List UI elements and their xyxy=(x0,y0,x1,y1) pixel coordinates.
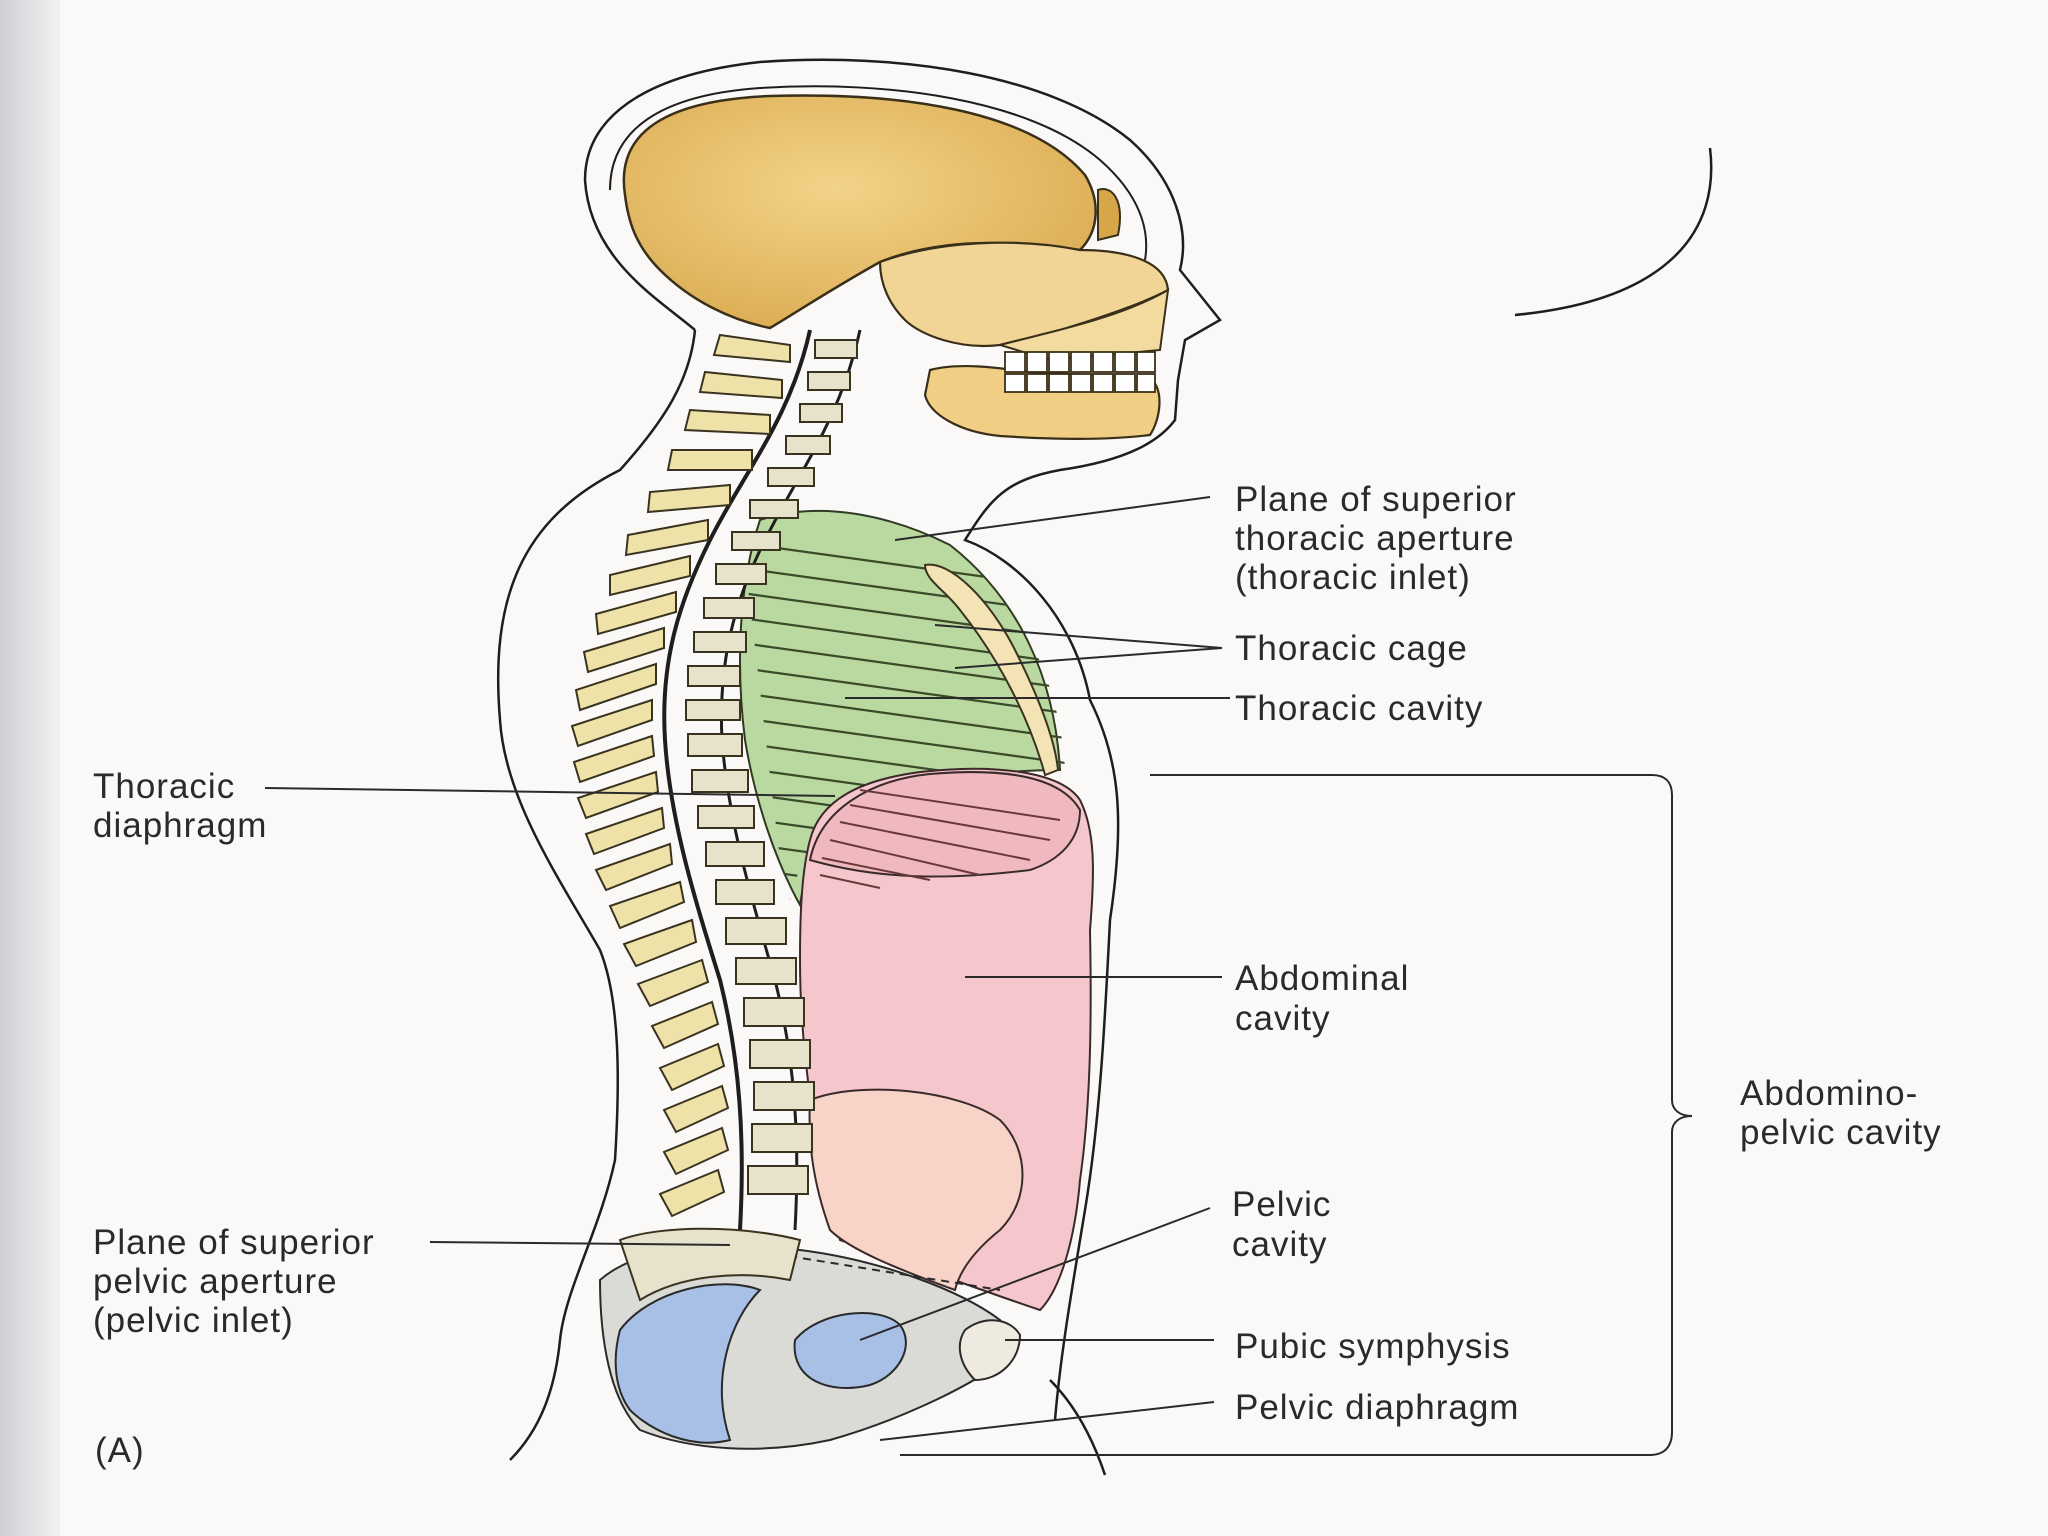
diaphragm-striations xyxy=(819,789,1061,889)
inner-skin-line xyxy=(609,85,1148,261)
orbit xyxy=(1097,188,1121,242)
label-superior-thoracic-aperture: Plane of superior thoracic aperture (tho… xyxy=(1235,480,1517,597)
label-pubic-symphysis: Pubic symphysis xyxy=(1235,1327,1511,1366)
svg-text:Pelvic: Pelvic xyxy=(1232,1185,1331,1224)
svg-text:(pelvic inlet): (pelvic inlet) xyxy=(93,1301,294,1340)
label-abdominal-cavity: Abdominal cavity xyxy=(1235,959,1409,1038)
label-thoracic-diaphragm: Thoracic diaphragm xyxy=(93,767,267,845)
leader-lines xyxy=(264,496,1693,1456)
intervertebral-discs xyxy=(685,339,858,1195)
label-pelvic-diaphragm: Pelvic diaphragm xyxy=(1235,1388,1519,1427)
label-pelvic-cavity: Pelvic cavity xyxy=(1232,1185,1331,1264)
svg-text:pelvic aperture: pelvic aperture xyxy=(93,1262,338,1301)
svg-text:(thoracic inlet): (thoracic inlet) xyxy=(1235,558,1471,597)
sacrum-bone xyxy=(618,1227,802,1302)
obturator-blue xyxy=(793,1312,907,1389)
maxilla xyxy=(996,288,1170,362)
body-outline xyxy=(583,58,1222,1421)
svg-text:Plane of superior: Plane of superior xyxy=(93,1223,375,1262)
back-outline xyxy=(496,329,697,1461)
svg-text:Plane of superior: Plane of superior xyxy=(1235,480,1517,519)
svg-text:Abdominal: Abdominal xyxy=(1235,959,1409,998)
sternum xyxy=(923,563,1060,777)
upper-teeth xyxy=(1004,351,1156,373)
label-thoracic-cage: Thoracic cage xyxy=(1235,629,1468,668)
lower-teeth xyxy=(1004,373,1156,393)
svg-text:thoracic aperture: thoracic aperture xyxy=(1235,519,1515,558)
svg-text:Abdomino-: Abdomino- xyxy=(1740,1074,1918,1113)
label-superior-pelvic-aperture: Plane of superior pelvic aperture (pelvi… xyxy=(93,1223,375,1340)
svg-text:cavity: cavity xyxy=(1235,999,1330,1038)
sacrum-blue xyxy=(614,1283,762,1444)
label-abdominopelvic-cavity: Abdomino- pelvic cavity xyxy=(1740,1074,1942,1152)
svg-text:Thoracic: Thoracic xyxy=(93,767,235,806)
pubic-symphysis-bone xyxy=(958,1319,1022,1382)
svg-text:pelvic cavity: pelvic cavity xyxy=(1740,1113,1942,1152)
figure-label: (A) xyxy=(95,1431,145,1470)
spinal-canal-line xyxy=(662,329,812,1231)
spinous-processes xyxy=(570,333,791,1218)
svg-text:cavity: cavity xyxy=(1232,1225,1327,1264)
page-edge-shadow xyxy=(0,0,60,1536)
pelvic-cavity-region xyxy=(808,1088,1024,1292)
head-arc xyxy=(1514,147,1713,317)
label-thoracic-cavity: Thoracic cavity xyxy=(1235,689,1483,728)
svg-text:diaphragm: diaphragm xyxy=(93,806,267,845)
